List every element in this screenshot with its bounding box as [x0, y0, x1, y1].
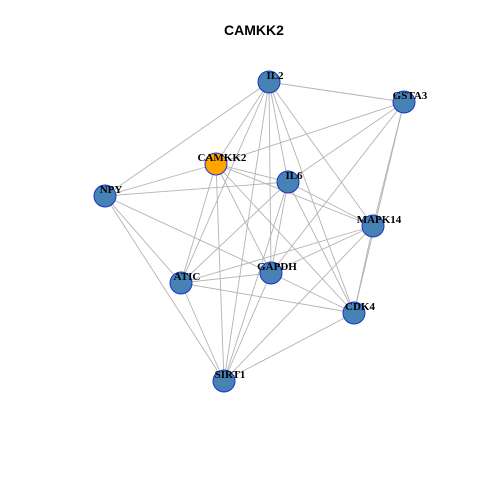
- edge-il2-mapk14: [268, 81, 374, 227]
- edge-npy-gapdh: [104, 195, 272, 274]
- node-label-cdk4: CDK4: [345, 301, 375, 313]
- node-atic: ATIC: [169, 271, 201, 295]
- edge-gsta3-cdk4: [353, 101, 405, 314]
- node-mapk14: MAPK14: [357, 214, 402, 238]
- node-sirt1: SIRT1: [212, 369, 246, 393]
- edge-il2-gsta3: [268, 81, 405, 103]
- edge-camkk2-gapdh: [215, 163, 272, 274]
- node-circle-npy: [93, 184, 117, 208]
- node-cdk4: CDK4: [342, 301, 375, 325]
- edge-camkk2-sirt1: [215, 163, 225, 382]
- edge-gsta3-il6: [287, 101, 405, 183]
- edge-il6-sirt1: [223, 181, 289, 382]
- edge-camkk2-atic: [180, 163, 217, 284]
- edge-gapdh-sirt1: [223, 272, 272, 382]
- node-circle-gapdh: [259, 261, 283, 285]
- edge-camkk2-cdk4: [215, 163, 355, 314]
- edge-camkk2-il6: [215, 163, 289, 183]
- edge-cdk4-sirt1: [223, 312, 355, 382]
- edge-il6-npy: [104, 181, 289, 197]
- edge-mapk14-atic: [180, 225, 374, 284]
- node-label-il6: IL6: [285, 170, 303, 182]
- edge-il6-atic: [180, 181, 289, 284]
- node-label-atic: ATIC: [174, 271, 201, 283]
- edge-il2-camkk2: [215, 81, 270, 165]
- node-circle-atic: [169, 271, 193, 295]
- node-circle-gsta3: [392, 90, 416, 114]
- node-label-npy: NPY: [100, 184, 123, 196]
- node-label-camkk2: CAMKK2: [198, 152, 247, 164]
- node-label-mapk14: MAPK14: [357, 214, 402, 226]
- edge-il2-sirt1: [223, 81, 270, 382]
- edge-il6-gapdh: [270, 181, 289, 274]
- node-circle-il6: [276, 170, 300, 194]
- edge-il6-mapk14: [287, 181, 374, 227]
- edge-npy-atic: [104, 195, 182, 284]
- edge-atic-sirt1: [180, 282, 225, 382]
- node-il6: IL6: [276, 170, 303, 194]
- edge-il2-npy: [104, 81, 270, 197]
- edge-gapdh-cdk4: [270, 272, 355, 314]
- node-npy: NPY: [93, 184, 123, 208]
- node-label-sirt1: SIRT1: [215, 369, 246, 381]
- node-il2: IL2: [257, 70, 284, 94]
- edge-mapk14-gapdh: [270, 225, 374, 274]
- edge-npy-sirt1: [104, 195, 225, 382]
- node-circle-mapk14: [361, 214, 385, 238]
- edge-gsta3-camkk2: [215, 101, 405, 165]
- node-circle-il2: [257, 70, 281, 94]
- node-circle-cdk4: [342, 301, 366, 325]
- edge-atic-cdk4: [180, 282, 355, 314]
- edge-layer: [104, 81, 405, 382]
- node-gapdh: GAPDH: [257, 261, 297, 285]
- edge-il6-cdk4: [287, 181, 355, 314]
- node-gsta3: GSTA3: [392, 90, 428, 114]
- node-label-il2: IL2: [266, 70, 284, 82]
- edge-gapdh-atic: [180, 272, 272, 284]
- node-label-gsta3: GSTA3: [393, 90, 428, 102]
- graph-title: CAMKK2: [224, 22, 284, 38]
- node-circle-sirt1: [212, 369, 236, 393]
- edge-camkk2-npy: [104, 163, 217, 197]
- node-label-gapdh: GAPDH: [257, 261, 297, 273]
- node-circle-camkk2: [204, 152, 228, 176]
- edge-il2-il6: [268, 81, 289, 183]
- edge-gsta3-gapdh: [270, 101, 405, 274]
- edge-mapk14-cdk4: [353, 225, 374, 314]
- edge-il2-cdk4: [268, 81, 355, 314]
- node-camkk2: CAMKK2: [198, 152, 247, 176]
